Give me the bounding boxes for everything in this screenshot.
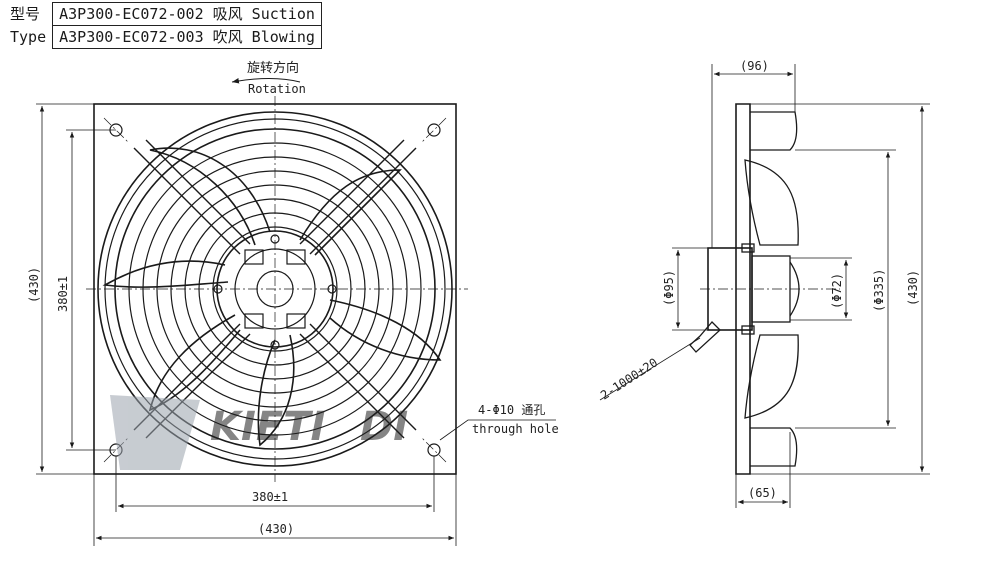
model-label: Type	[2, 25, 54, 49]
dim-base-depth: (65)	[748, 486, 777, 500]
dim-overall-height: (430)	[27, 267, 41, 303]
dim-guard-dia: (Φ335)	[872, 269, 886, 312]
dim-overall-width: (430)	[258, 522, 294, 536]
side-dimensions	[599, 64, 930, 508]
hole-note-en: through hole	[472, 422, 559, 436]
dim-hole-spacing-h: 380±1	[252, 490, 288, 504]
svg-text:KIETI: KIETI	[210, 404, 325, 450]
rotation-indicator: 旋转方向 Rotation	[231, 60, 306, 96]
side-view	[689, 103, 840, 475]
model-code: A3P300-EC072-003 吹风 Blowing	[52, 25, 322, 49]
dim-hole-spacing-v: 380±1	[56, 276, 70, 312]
blade-upper	[744, 159, 799, 246]
watermark-logo: KIETI DI	[110, 395, 408, 470]
model-row: Type A3P300-EC072-003 吹风 Blowing	[2, 25, 322, 49]
model-table: 型号 A3P300-EC072-002 吸风 Suction Type A3P3…	[2, 2, 322, 49]
center-lines	[86, 96, 468, 482]
cable	[689, 321, 721, 353]
dim-shaft-dia: (Φ72)	[830, 273, 844, 309]
dim-depth: (96)	[740, 59, 769, 73]
dim-hub-dia: (Φ95)	[662, 270, 676, 306]
front-view	[86, 96, 468, 482]
front-dimensions	[36, 103, 556, 546]
blade-lower	[744, 334, 799, 419]
svg-text:DI: DI	[360, 404, 408, 450]
cable-length-note: 2-1000±20	[598, 355, 660, 402]
hole-note-cn: 4-Φ10 通孔	[478, 403, 545, 417]
dim-side-height: (430)	[906, 270, 920, 306]
rotation-label-en: Rotation	[248, 82, 306, 96]
model-label: 型号	[2, 2, 54, 26]
rotation-label-cn: 旋转方向	[247, 60, 299, 76]
